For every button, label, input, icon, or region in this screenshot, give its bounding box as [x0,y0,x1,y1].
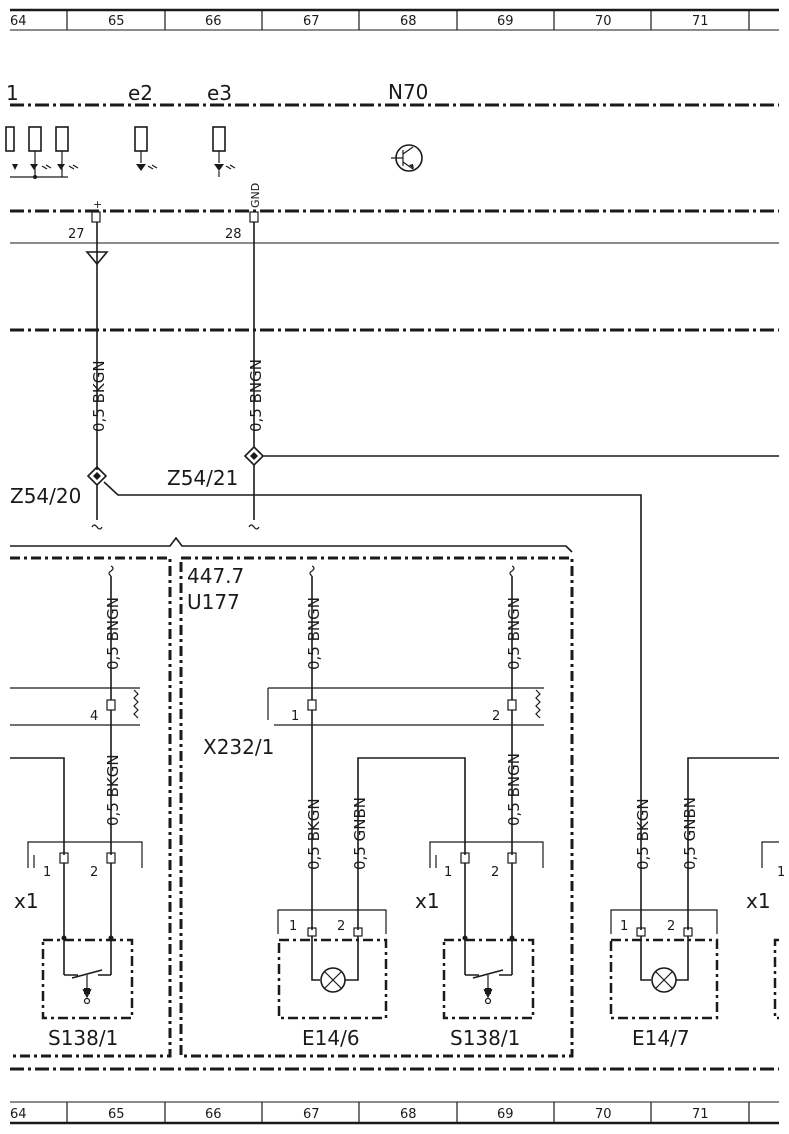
ruler-bottom-67: 67 [303,1107,320,1122]
pin-27-terminal [91,211,101,223]
ruler-top-67: 67 [303,14,320,29]
splice-label-z54-21: Z54/21 [167,466,238,490]
wire-break-icon [91,524,103,530]
component-label-e14-7: E14/7 [632,1026,690,1050]
connector-x1-c-pin-1: 1 [777,865,785,880]
wire-label-3: 0,5 BNGN [104,597,122,670]
wire-break-icon [309,565,315,577]
harness-outline [10,536,573,553]
wire-label-8: 0,5 GNBN [351,797,369,870]
switch-s138-b-icon [442,863,535,1020]
wire-label-9: 0,5 BNGN [505,753,523,826]
connector-x1-a [27,841,143,868]
ruler-top-69: 69 [497,14,514,29]
led-e3-icon [212,126,236,177]
connector-label-x1-a: x1 [14,889,39,913]
ruler-top-64: 64 [10,14,27,29]
ruler-bottom-66: 66 [205,1107,222,1122]
lamp-e14-7-pin-1: 1 [620,919,628,934]
wire-segment [357,757,466,930]
connector-label-x1-c: x1 [746,889,771,913]
connector-x1-c [761,841,779,868]
switch-s138-a-icon [41,863,134,1020]
connector-x1-b-pin-2: 2 [491,865,499,880]
splice-z54-21 [243,445,779,520]
module-box-u177 [179,556,574,1058]
component-label-e2: e2 [128,81,153,105]
wire-label-6: 0,5 BNGN [305,597,323,670]
top-ruler: 64 65 66 67 68 69 70 71 [10,8,779,31]
pin-gnd-label: GND [249,183,262,208]
pin-plus-label: + [93,198,102,211]
wire-label-7: 0,5 BKGN [305,798,323,870]
splice-z54-20 [86,465,642,790]
fuse-triangle-icon [85,251,109,266]
pin-28-terminal [249,211,259,223]
connector-x232-pin-1: 1 [291,709,299,724]
ruler-top-71: 71 [692,14,709,29]
component-label-s138-a: S138/1 [48,1026,118,1050]
wire-segment [10,757,65,855]
pin-28-label: 28 [225,227,242,242]
connector-x1-a-pin-1: 1 [43,865,51,880]
ruler-top-70: 70 [595,14,612,29]
lamp-e14-7-icon [609,909,719,1020]
component-label-s138-b: S138/1 [450,1026,520,1050]
component-label-e1: 1 [6,81,19,105]
ruler-bottom-68: 68 [400,1107,417,1122]
led-e2-icon [134,126,158,171]
wire-break-icon [248,524,260,530]
connector-x1-b-pin-1: 1 [444,865,452,880]
transistor-n70-icon [391,144,423,172]
component-label-e14-6: E14/6 [302,1026,360,1050]
ruler-bottom-71: 71 [692,1107,709,1122]
wire-label-4: 0,5 BKGN [104,754,122,826]
lamp-e14-6-pin-2: 2 [337,919,345,934]
ruler-top-68: 68 [400,14,417,29]
ruler-top-65: 65 [108,14,125,29]
module-box-left [10,556,172,1058]
connector-x232-pin-2: 2 [492,709,500,724]
connector-label-x1-b: x1 [415,889,440,913]
wire-segment [687,757,779,930]
led-group-e1 [5,126,79,179]
ruler-top-66: 66 [205,14,222,29]
connector-label-x232: X232/1 [203,735,274,759]
module-label-u177: U177 [187,590,240,614]
connector-pin-4: 4 [90,709,98,724]
component-label-n70: N70 [388,80,428,104]
module-box-right-partial [773,938,779,1020]
wire-break-icon [509,565,515,577]
ruler-bottom-69: 69 [497,1107,514,1122]
wire-label-11: 0,5 GNBN [681,797,699,870]
wire-label-1: 0,5 BKGN [90,360,108,432]
bottom-ruler: 64 65 66 67 68 69 70 71 [10,1101,779,1125]
connector-x1-a-pin-2: 2 [90,865,98,880]
pin-27-label: 27 [68,227,85,242]
wire-label-10: 0,5 BKGN [634,798,652,870]
component-label-e3: e3 [207,81,232,105]
lamp-e14-6-icon [277,909,388,1020]
wire-label-5: 0,5 BNGN [505,597,523,670]
wire-break-icon [108,565,114,577]
wire-label-2: 0,5 BNGN [247,359,265,432]
lamp-e14-6-pin-1: 1 [289,919,297,934]
ruler-bottom-65: 65 [108,1107,125,1122]
ruler-bottom-70: 70 [595,1107,612,1122]
splice-label-z54-20: Z54/20 [10,484,81,508]
lamp-e14-7-pin-2: 2 [667,919,675,934]
ruler-bottom-64: 64 [10,1107,27,1122]
module-label-447-7: 447.7 [187,564,244,588]
